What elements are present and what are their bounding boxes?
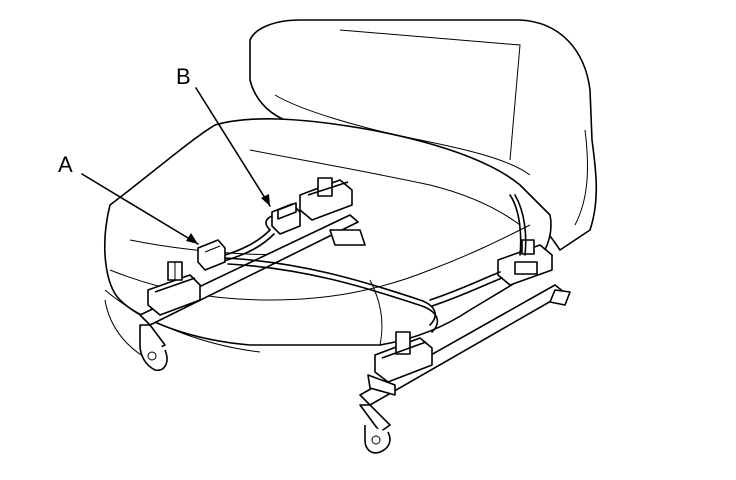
leader-a: [81, 173, 199, 245]
connector-b: [271, 202, 301, 235]
left-front-mount: [147, 261, 201, 316]
callout-label-a: A: [58, 152, 73, 177]
left-rear-mount: [299, 177, 353, 221]
right-front-mount: [367, 331, 433, 396]
right-seat-rail: [359, 284, 571, 454]
right-rear-mount: [497, 239, 553, 286]
leader-b: [195, 87, 271, 207]
callout-label-b: B: [176, 64, 191, 89]
connector-a: [197, 239, 226, 271]
